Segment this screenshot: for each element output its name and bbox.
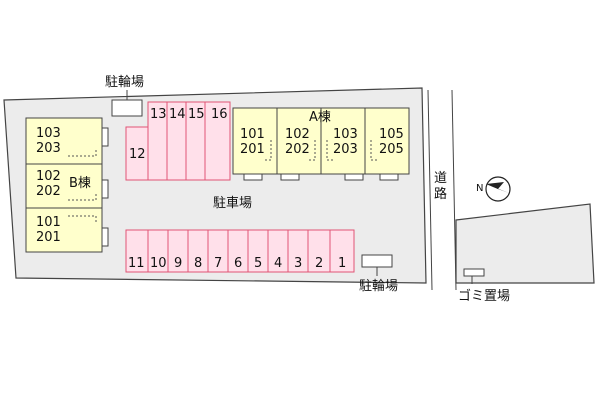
parking-number: 5 [254,256,262,271]
unit-number: 101 [240,127,265,142]
unit-number: 203 [333,142,358,157]
building-b: 103 203 102 202 B棟 101 201 [25,117,109,253]
parking-number: 14 [169,107,186,122]
parking-number: 6 [234,256,242,271]
unit-number: 202 [285,142,310,157]
parking-top-row: 13 14 15 16 [147,101,231,181]
bicycle-parking-bottom [361,254,393,268]
road-edge-right [451,89,457,291]
parking-area-label: 駐車場 [213,196,252,211]
bicycle-parking-top [111,99,143,117]
garbage-area-label: ゴミ置場 [458,288,510,304]
parking-number: 11 [128,256,145,271]
road-label: 道 [434,171,447,186]
parking-number: 4 [274,256,282,271]
building-a-label: A棟 [309,110,331,125]
parking-number: 9 [174,256,182,271]
parking-space [204,101,231,181]
bicycle-parking-top-label: 駐輪場 [105,74,144,90]
parking-number: 15 [188,107,205,122]
parking-number: 2 [315,256,323,271]
building-b-outline [25,117,103,253]
parking-bottom-row: 11 10 9 8 7 6 5 4 3 2 1 [125,229,355,273]
building-a: A棟 101 201 102 202 103 203 105 205 [232,107,410,181]
parking-number: 10 [150,256,167,271]
parking-number: 7 [214,256,222,271]
unit-number: 103 [36,126,61,141]
parking-space-side [125,126,149,181]
parking-number: 1 [338,256,346,271]
unit-number: 201 [240,142,265,157]
building-b-label: B棟 [69,176,91,191]
parking-number: 8 [194,256,202,271]
parking-number: 16 [211,107,228,122]
parking-number: 12 [129,147,146,162]
unit-number: 203 [36,141,61,156]
bicycle-parking-bottom-label: 駐輪場 [359,278,398,294]
unit-number: 103 [333,127,358,142]
road-edge-left [427,89,433,291]
garbage-area [463,268,485,277]
unit-number: 102 [285,127,310,142]
road-label: 路 [434,186,447,202]
compass-north-label: N [476,183,483,194]
neighbor-lot [455,203,595,284]
unit-number: 101 [36,215,61,230]
unit-number: 201 [36,230,61,245]
unit-number: 105 [379,127,404,142]
parking-number: 13 [150,107,167,122]
unit-number: 202 [36,184,61,199]
unit-number: 205 [379,142,404,157]
unit-number: 102 [36,169,61,184]
compass-icon: N [476,176,511,202]
parking-number: 3 [294,256,302,271]
